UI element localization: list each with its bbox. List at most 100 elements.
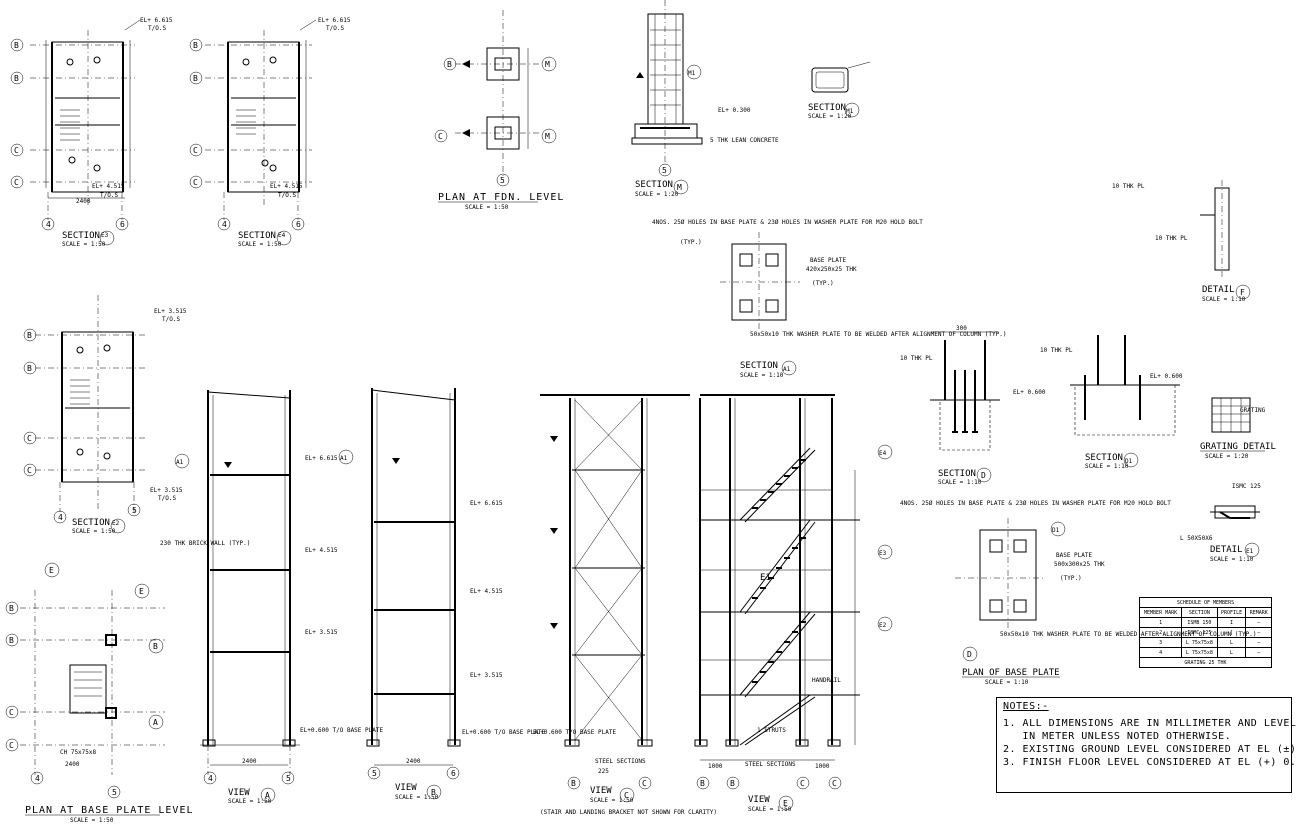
section-tag-e: E	[49, 566, 54, 575]
schedule-header: MEMBER MARK	[1138, 607, 1183, 618]
base-plate-size: 420x250x25 THK	[806, 266, 857, 273]
grid-bubble-b: B	[700, 779, 705, 788]
section-d: 300 10 THK PL EL+ 0.600 SECTION D SCALE …	[900, 325, 1046, 486]
section-tag-b: B	[431, 788, 436, 797]
ismc-label: ISMC 125	[1232, 483, 1261, 490]
grid-bubble-b-prime: B	[730, 779, 735, 788]
tos-label: T/O.S	[278, 192, 296, 199]
detail-e1-title: DETAIL	[1210, 545, 1243, 555]
view-e-title: VIEW	[748, 795, 770, 805]
section-tag-a1: A1	[340, 455, 348, 462]
table-cell: —	[1245, 617, 1272, 628]
base-plate-label: BASE PLATE	[810, 257, 847, 264]
section-d-title: SECTION	[938, 469, 976, 479]
grid-bubble-b-prime: B	[14, 74, 19, 83]
level-label: EL+ 4.515	[92, 183, 125, 190]
level-label: EL+ 6.615	[305, 455, 338, 462]
channel-label: CH 75x75x8	[60, 749, 97, 756]
scale-label: SCALE = 1:50	[465, 204, 509, 211]
scale-label: SCALE = 1:50	[72, 528, 116, 535]
table-row: 3 L 75x75x8 L —	[1138, 637, 1272, 648]
schedule-of-members-table: SCHEDULE OF MEMBERS MEMBER MARK SECTION …	[1138, 597, 1272, 668]
detail-e1: ISMC 125 L 50X50X6 DETAIL E1 SCALE = 1:1…	[1180, 483, 1261, 563]
grid-bubble-c-prime: C	[642, 779, 647, 788]
scale-label: SCALE = 1:50	[395, 794, 439, 801]
scale-label: SCALE = 1:10	[1202, 296, 1246, 303]
view-c-title: VIEW	[590, 786, 612, 796]
grid-bubble-6: 6	[120, 220, 125, 229]
top-base-plate-note: EL+0.600 T/O BASE PLATE	[300, 727, 383, 734]
section-e4-title: SECTION	[238, 231, 276, 241]
grid-bubble-4: 4	[35, 774, 40, 783]
handrail-label: HANDRAIL	[812, 677, 841, 684]
dim-1000: 1000	[708, 763, 723, 770]
grid-bubble-c-prime: C	[193, 146, 198, 155]
section-d1: 10 THK PL EL+ 0.600 SECTION D1 SCALE = 1…	[1040, 335, 1183, 470]
scale-label: SCALE = 1:50	[62, 241, 106, 248]
grid-bubble-c: C	[9, 741, 14, 750]
section-tag-m: M	[677, 183, 682, 192]
dim-225: 225	[598, 768, 609, 775]
level-label: EL+ 3.515	[470, 672, 503, 679]
view-c: EL+0.600 T/O BASE PLATE STEEL SECTIONS 2…	[533, 394, 717, 816]
view-a: 230 THK BRICK WALL (TYP.) EL+ 6.615 EL+ …	[160, 390, 383, 805]
table-cell: 4	[1138, 647, 1183, 658]
table-cell: L	[1216, 637, 1247, 648]
view-b-title: VIEW	[395, 783, 417, 793]
dim-2400: 2400	[406, 758, 421, 765]
base-plate-size: 500x300x25 THK	[1054, 561, 1105, 568]
dim-2400: 2400	[76, 198, 91, 205]
detail-f-title: DETAIL	[1202, 285, 1235, 295]
section-tag-m1: M1	[688, 70, 696, 77]
section-tag-a1: A1	[783, 366, 791, 373]
table-cell: I	[1216, 617, 1247, 628]
dim-2400: 2400	[242, 758, 257, 765]
scale-label: SCALE = 1:10	[938, 479, 982, 486]
section-tag-e1: E1	[1246, 548, 1254, 555]
grating-detail: GRATING GRATING DETAIL SCALE = 1:20	[1200, 397, 1276, 460]
typ-note: (TYP.)	[812, 280, 834, 287]
grid-bubble-b: B	[27, 331, 32, 340]
scale-label: SCALE = 1:50	[238, 241, 282, 248]
scale-label: SCALE = 1:10	[740, 372, 784, 379]
section-tag-e4: E4	[879, 450, 887, 457]
schedule-header: REMARK	[1245, 607, 1272, 618]
grid-bubble-4: 4	[58, 513, 63, 522]
section-a1: 4NOS. 25Ø HOLES IN BASE PLATE & 23Ø HOLE…	[652, 219, 1006, 379]
plan-fdn-level: B C 5 M M PLAN AT FDN. LEVEL SCALE = 1:5…	[434, 10, 563, 211]
section-tag-e4: E4	[278, 232, 286, 239]
scale-label: SCALE = 1:50	[748, 806, 792, 813]
level-label: EL+ 6.615	[470, 500, 503, 507]
view-e: E1 HANDRAIL 1 STRUTS 1000 1000 STEEL SEC…	[694, 394, 893, 813]
grid-bubble-5: 5	[286, 774, 291, 783]
section-tag-f: F	[1240, 288, 1245, 297]
section-tag-c: C	[624, 791, 629, 800]
tos-label: T/O.S	[162, 316, 180, 323]
grid-bubble-4: 4	[208, 774, 213, 783]
note-item: 2. EXISTING GROUND LEVEL CONSIDERED AT E…	[1003, 744, 1297, 755]
grid-bubble-c-prime: C	[14, 146, 19, 155]
level-label: EL+ 4.515	[270, 183, 303, 190]
plan-base-plate-level: B B C C 4 5 E E B A CH 75x75x8 2400 PLAN…	[5, 562, 194, 824]
top-base-plate-note: EL+0.600 T/O BASE PLATE	[533, 729, 616, 736]
grid-bubble-6: 6	[451, 769, 456, 778]
table-row: 1 ISMB 150 I —	[1138, 617, 1272, 628]
section-tag-m: M	[545, 60, 550, 69]
thk-pl-note: 10 THK PL	[1155, 235, 1188, 242]
grid-bubble-b-prime: B	[27, 364, 32, 373]
grid-bubble-c-prime: C	[9, 708, 14, 717]
grid-bubble-5: 5	[112, 788, 117, 797]
section-e3-title: SECTION	[62, 231, 100, 241]
level-label: EL+ 0.300	[718, 107, 751, 114]
note-item: 1. ALL DIMENSIONS ARE IN MILLIMETER AND …	[1003, 718, 1297, 729]
section-m1-title: SECTION	[808, 103, 846, 113]
plan-base-plate-level-title: PLAN AT BASE PLATE LEVEL	[25, 805, 194, 816]
notes-heading: NOTES:-	[1003, 701, 1049, 712]
thk-pl-note: 10 THK PL	[1112, 183, 1145, 190]
notes-box: NOTES:- 1. ALL DIMENSIONS ARE IN MILLIME…	[996, 697, 1297, 793]
plan-of-base-plate: 4NOS. 25Ø HOLES IN BASE PLATE & 23Ø HOLE…	[900, 500, 1256, 686]
section-tag-e3: E3	[879, 550, 887, 557]
grid-bubble-b: B	[9, 604, 14, 613]
